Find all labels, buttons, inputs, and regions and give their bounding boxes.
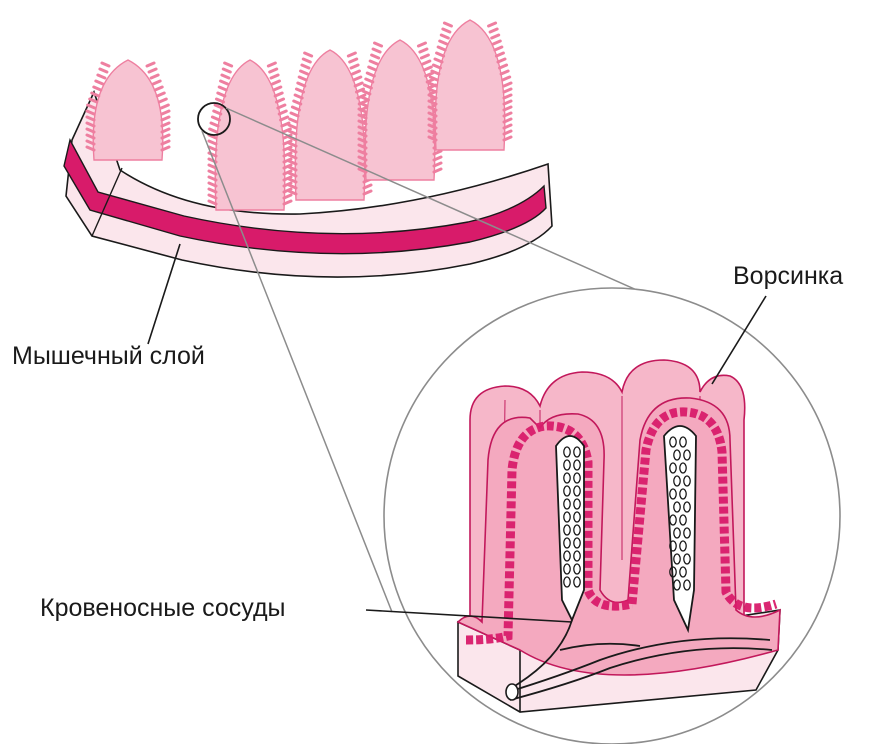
zoom-line-lower xyxy=(202,131,392,612)
label-muscle-layer: Мышечный слой xyxy=(12,344,205,369)
small-villi-group xyxy=(87,20,511,210)
leader-muscle xyxy=(148,244,180,344)
label-blood-vessels: Кровеносные сосуды xyxy=(40,596,286,621)
villus-fold xyxy=(365,40,435,180)
tissue-section xyxy=(64,20,552,277)
villus-fold xyxy=(435,20,505,150)
villus-fold xyxy=(93,60,163,160)
zoomed-villi xyxy=(458,360,780,712)
vessel-cut-end xyxy=(506,684,518,700)
label-villus: Ворсинка xyxy=(733,264,843,289)
